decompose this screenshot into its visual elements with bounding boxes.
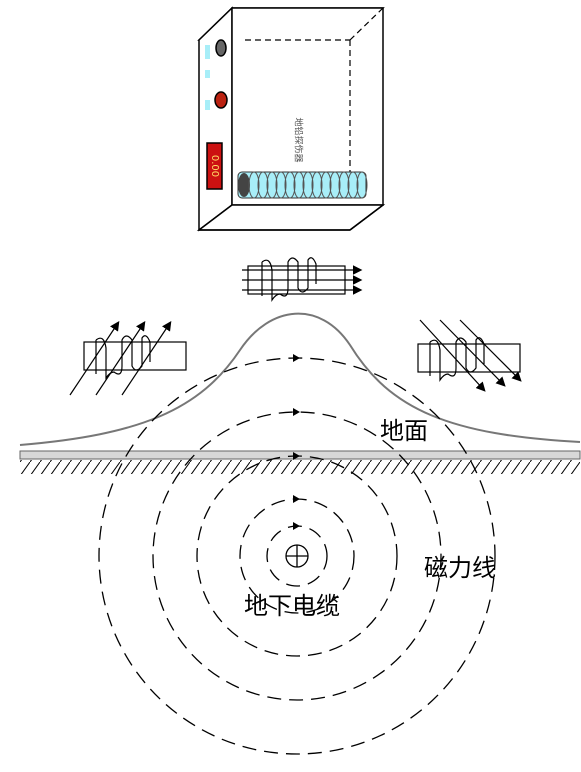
device-hidden-edges xyxy=(245,7,384,175)
field-direction-arrows xyxy=(293,354,300,530)
cable-label: 地下电缆 xyxy=(244,592,340,620)
left-sensor-coil xyxy=(69,321,187,396)
top-sensor-coil xyxy=(242,257,363,302)
display-value: 0.00 xyxy=(209,155,220,177)
right-sensor-coil xyxy=(417,319,522,392)
cable-cross-section-icon xyxy=(285,544,309,568)
indicator-light-icon xyxy=(214,91,228,109)
device-coil xyxy=(237,171,368,199)
power-knob-icon xyxy=(215,39,227,57)
field-lines-label: 磁力线 xyxy=(424,554,496,582)
detector-device xyxy=(196,6,386,232)
device-left-face xyxy=(198,6,233,232)
signal-curve xyxy=(19,312,581,446)
ground-surface xyxy=(19,450,581,474)
field-line-4 xyxy=(152,411,442,701)
device-vertical-text: 地铅探伤器 xyxy=(293,117,305,162)
ground-label: 地面 xyxy=(380,417,428,445)
display-screen xyxy=(206,142,223,190)
